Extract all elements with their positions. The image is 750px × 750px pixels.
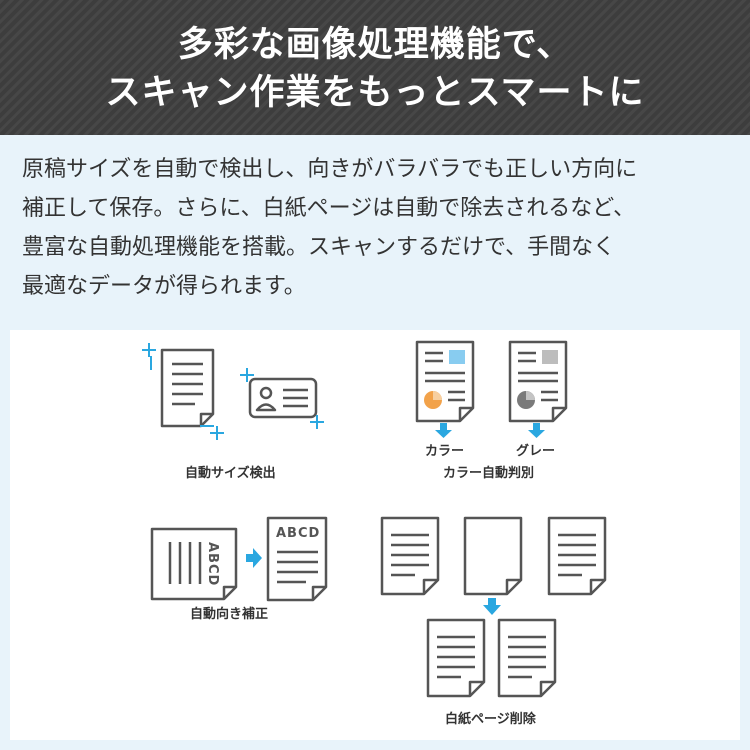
crop-corner-icon bbox=[142, 343, 224, 440]
document-icon bbox=[415, 340, 475, 423]
pie-chart-icon bbox=[517, 391, 535, 409]
description-line: 最適なデータが得られます。 bbox=[22, 274, 306, 299]
description-line: 補正して保存。さらに、白紙ページは自動で除去されるなど、 bbox=[22, 196, 636, 221]
arrow-down-icon bbox=[483, 598, 501, 615]
color-detect-group bbox=[415, 340, 568, 438]
gray-label: グレー bbox=[516, 444, 556, 459]
feature-panel: ABCD ABCD カラー グレー 自動サイズ検出 カラー自動判別 自動向き補正… bbox=[10, 330, 740, 740]
feature-illustrations: ABCD ABCD bbox=[142, 340, 607, 698]
caption-orientation: 自動向き補正 bbox=[190, 607, 269, 622]
rotated-document-icon bbox=[150, 527, 238, 601]
caption-color-detect: カラー自動判別 bbox=[443, 466, 535, 481]
blank-page-icon bbox=[463, 516, 523, 596]
document-icon bbox=[160, 348, 215, 428]
id-card-icon bbox=[248, 377, 318, 419]
headline-line1: 多彩な画像処理機能で、 bbox=[177, 25, 573, 65]
rotated-abcd-text: ABCD bbox=[205, 542, 220, 586]
document-icon bbox=[380, 516, 440, 596]
size-detect-group bbox=[142, 343, 324, 440]
description: 原稿サイズを自動で検出し、向きがバラバラでも正しい方向に 補正して保存。さらに、… bbox=[22, 150, 732, 306]
arrow-right-icon bbox=[246, 548, 262, 568]
document-icon bbox=[508, 340, 568, 423]
crop-corner-icon bbox=[240, 368, 324, 429]
caption-blank-removal: 白紙ページ削除 bbox=[445, 712, 536, 727]
color-label: カラー bbox=[425, 444, 465, 459]
blank-removal-group bbox=[380, 516, 607, 698]
orientation-group bbox=[150, 516, 328, 602]
pie-chart-icon bbox=[424, 391, 442, 409]
upright-abcd-text: ABCD bbox=[276, 526, 320, 541]
description-line: 豊富な自動処理機能を搭載。スキャンするだけで、手間なく bbox=[22, 235, 616, 260]
document-icon bbox=[547, 516, 607, 596]
document-icon bbox=[266, 516, 328, 602]
document-icon bbox=[497, 618, 557, 698]
caption-size-detect: 自動サイズ検出 bbox=[185, 466, 276, 481]
description-line: 原稿サイズを自動で検出し、向きがバラバラでも正しい方向に bbox=[22, 157, 638, 182]
arrow-down-icon bbox=[435, 423, 545, 438]
document-icon bbox=[426, 618, 486, 698]
header-banner: 多彩な画像処理機能で、 スキャン作業をもっとスマートに bbox=[0, 0, 750, 135]
headline-line2: スキャン作業をもっとスマートに bbox=[105, 73, 645, 113]
